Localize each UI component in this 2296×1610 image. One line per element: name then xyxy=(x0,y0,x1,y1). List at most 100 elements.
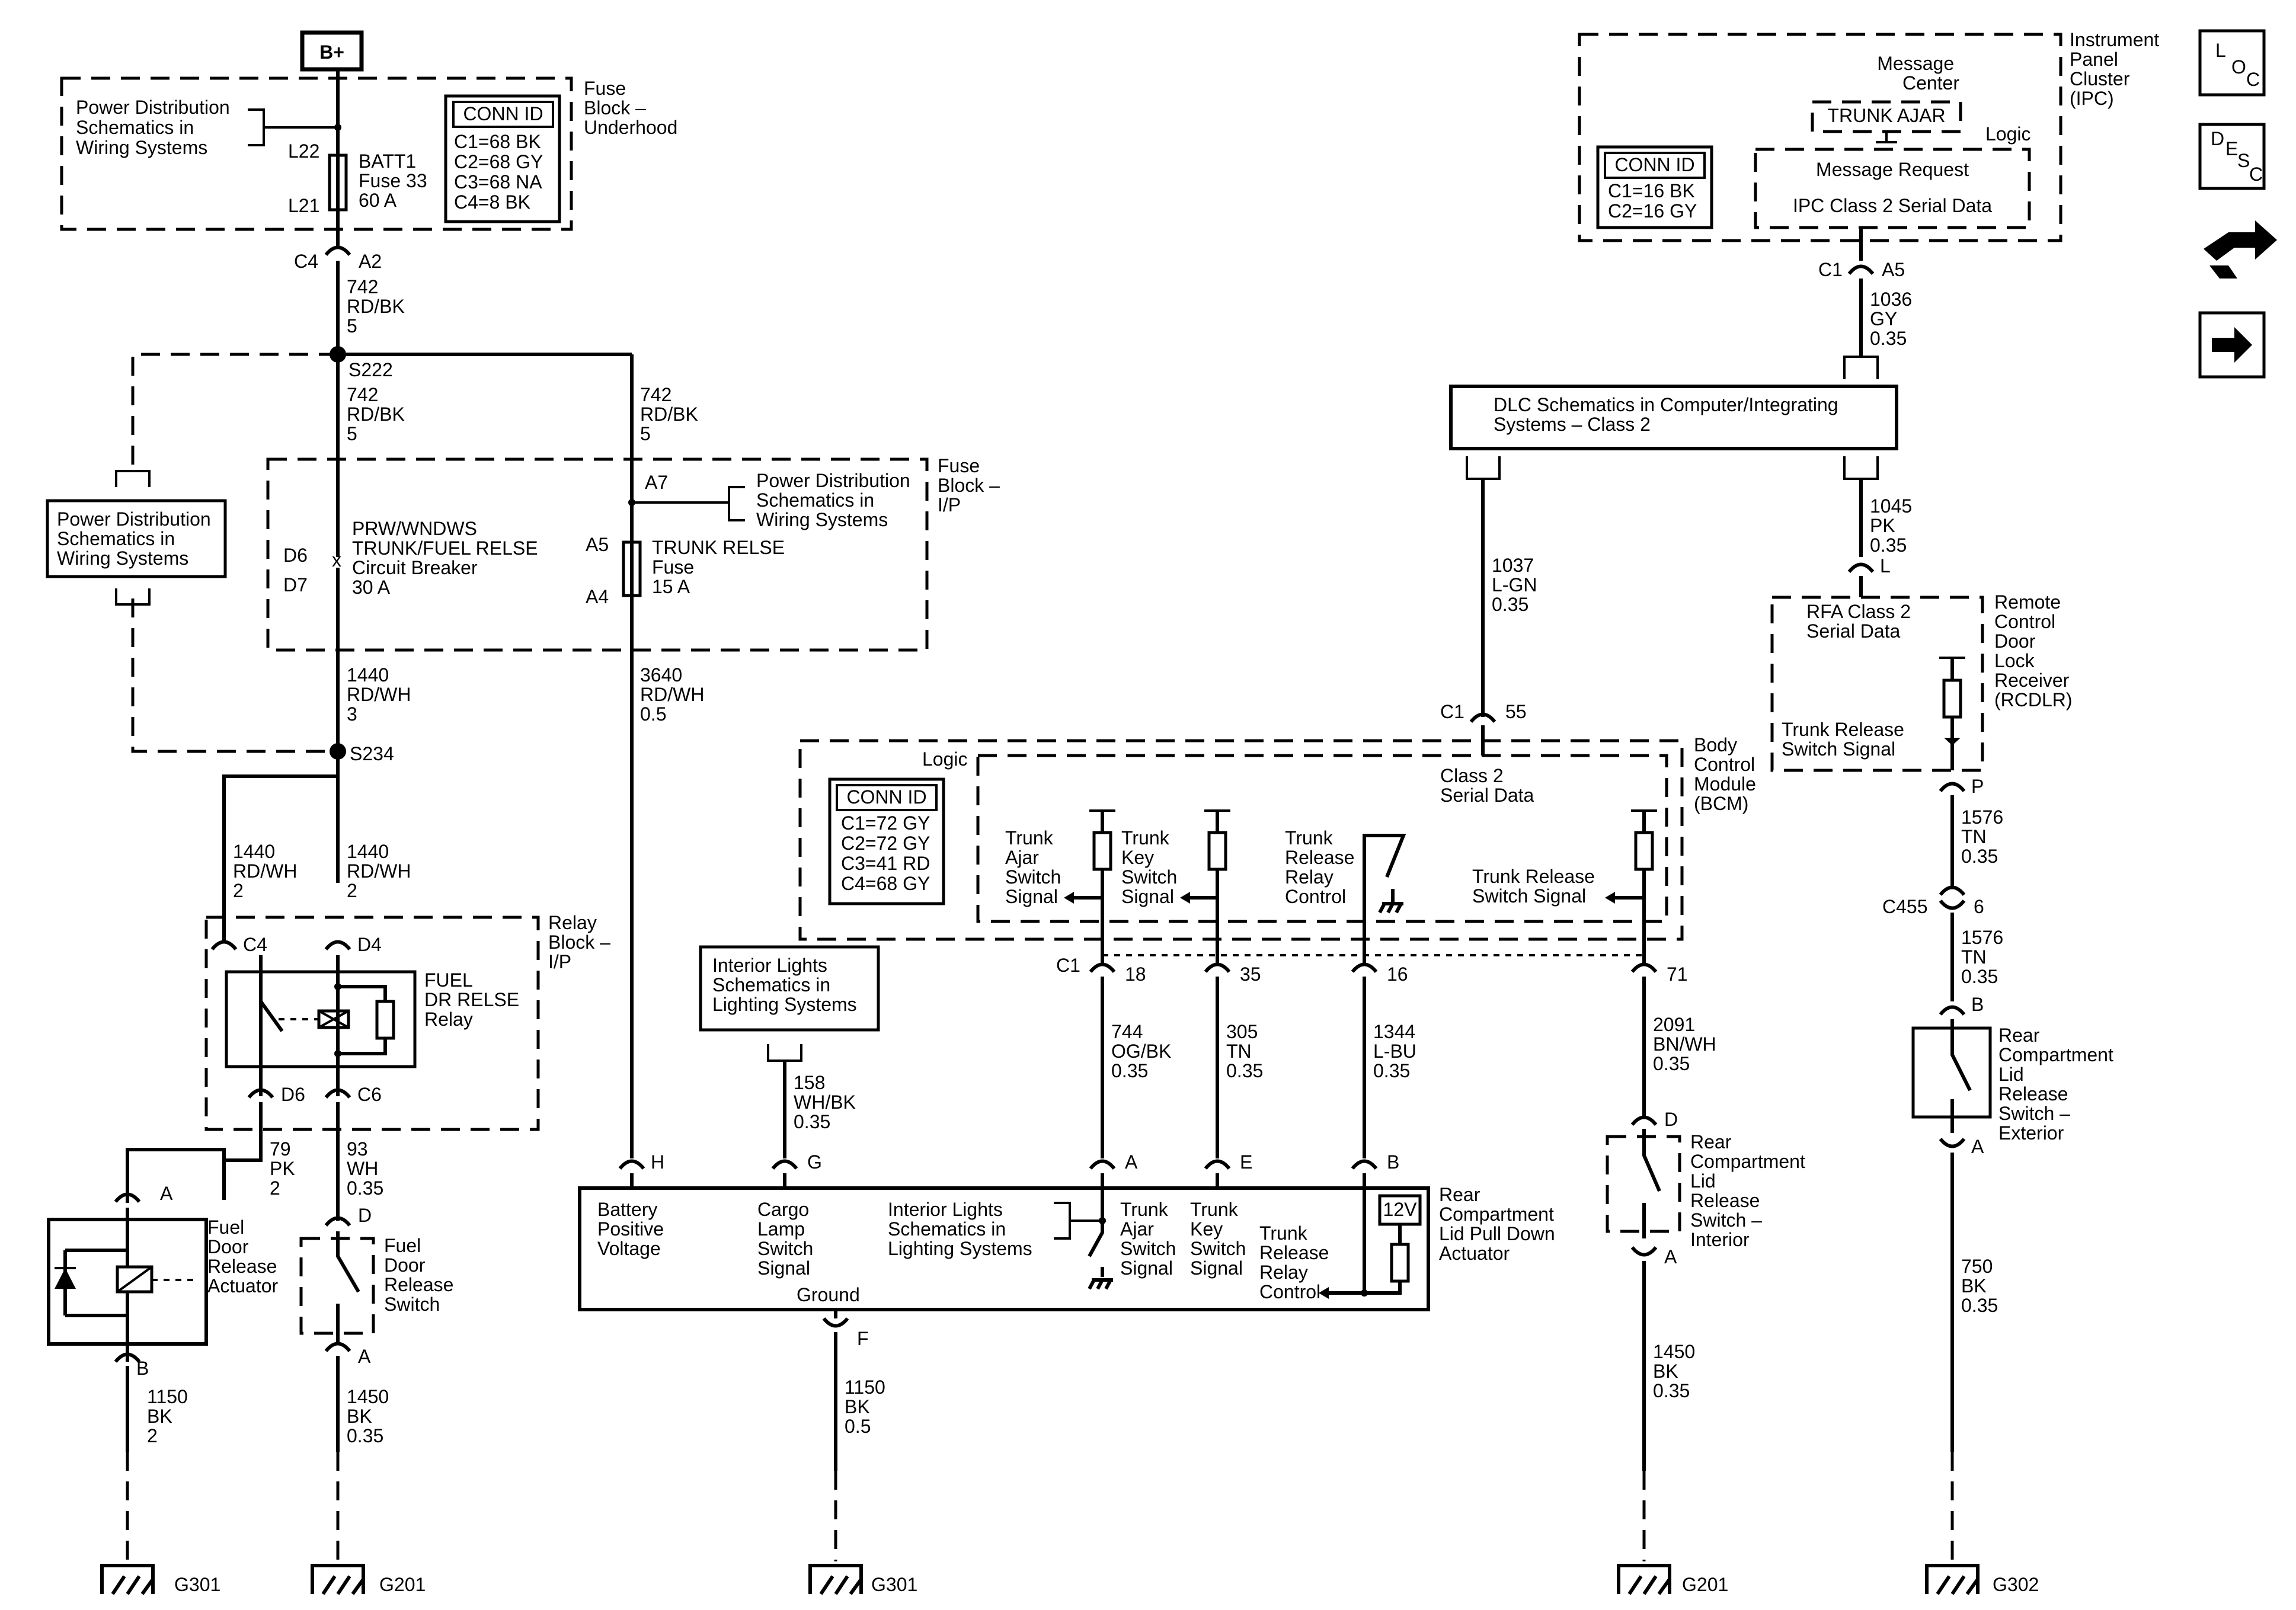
interior-lights-bracket xyxy=(767,1044,802,1062)
wire-742-label-b: 742 RD/BK 5 xyxy=(347,384,410,444)
connector-tool-icon[interactable] xyxy=(2204,220,2277,279)
actuator-name-label: Rear Compartment Lid Pull Down Actuator xyxy=(1439,1184,1560,1264)
connector-int-d xyxy=(1630,1115,1658,1126)
wire-79-to-actuator xyxy=(126,1148,226,1200)
relay-diode-wire xyxy=(338,985,387,1055)
relay-block-label: Relay Block – I/P xyxy=(548,912,616,972)
connector-c455-lower xyxy=(1939,900,1966,910)
svg-text:C2=72 GY: C2=72 GY xyxy=(841,833,930,854)
actuator-trunk-key-label: Trunk Key Switch Signal xyxy=(1190,1199,1251,1279)
power-dist-bracket-1 xyxy=(248,108,338,146)
actuator-pin-stubs xyxy=(630,1173,1366,1215)
desc-icon[interactable]: D E S C xyxy=(2198,123,2266,190)
a2-label: A2 xyxy=(359,251,382,272)
relay-junction-2 xyxy=(334,1050,341,1057)
fuse-block-underhood-label: Fuse Block – Underhood xyxy=(584,78,677,138)
wire-79 xyxy=(222,1102,263,1200)
connector-rcdlr-l xyxy=(1847,562,1875,573)
bracket-top xyxy=(115,470,151,487)
d7-label: D7 xyxy=(283,574,308,596)
connector-actuator-a xyxy=(114,1192,141,1203)
connector-g xyxy=(771,1159,798,1170)
rcdlr-label: Remote Control Door Lock Receiver (RCDLR… xyxy=(1994,591,2074,710)
a4-label: A4 xyxy=(586,586,609,607)
l21-label: L21 xyxy=(288,195,319,216)
pin-e-label: E xyxy=(1240,1151,1252,1173)
svg-text:C2=68 GY: C2=68 GY xyxy=(454,151,543,172)
dlc-label: DLC Schematics in Computer/Integrating S… xyxy=(1494,394,1843,435)
actuator-diode-icon xyxy=(55,1268,76,1289)
connector-e xyxy=(1204,1159,1231,1170)
connector-b xyxy=(1351,1159,1378,1170)
interior-lights-ref-2: Interior Lights Schematics in Lighting S… xyxy=(888,1199,1032,1259)
connector-ext-a xyxy=(1939,1138,1966,1148)
connector-ipc-c1 xyxy=(1847,264,1875,275)
c455-label: C455 xyxy=(1882,896,1928,917)
ground-g201-right xyxy=(1617,1564,1671,1595)
g301-center-label: G301 xyxy=(871,1574,917,1595)
wire-742-label-a: 742 RD/BK 5 xyxy=(347,276,410,337)
int-switch-label: Rear Compartment Lid Release Switch – In… xyxy=(1690,1131,1811,1250)
svg-text:C4=68 GY: C4=68 GY xyxy=(841,873,930,894)
fuse-block-ip-box xyxy=(266,457,929,652)
splice-dot xyxy=(334,124,341,131)
c455-pin6-label: 6 xyxy=(1974,896,1984,917)
bcm-trunk-key-label: Trunk Key Switch Signal xyxy=(1121,827,1182,907)
connector-c6 xyxy=(324,1088,351,1099)
svg-text:E: E xyxy=(2225,138,2238,159)
connector-f xyxy=(822,1317,849,1328)
bcm-logic-box xyxy=(976,754,1668,923)
svg-text:C3=41 RD: C3=41 RD xyxy=(841,853,930,874)
battery-terminal: B+ xyxy=(300,30,364,72)
wire-1344-label: 1344 L-BU 0.35 xyxy=(1373,1021,1422,1081)
cargo-lamp-label: Cargo Lamp Switch Signal xyxy=(757,1199,818,1279)
actuator-arrow-icon xyxy=(1319,1287,1329,1299)
solenoid-slash xyxy=(116,1266,153,1293)
int-switch-d-label: D xyxy=(1664,1109,1678,1130)
svg-text:S: S xyxy=(2237,150,2250,171)
relay-d4-label: D4 xyxy=(357,934,382,955)
conn-id-table-ipc: CONN ID C1=16 BK C2=16 GY xyxy=(1596,145,1713,229)
bcm-label: Body Control Module (BCM) xyxy=(1694,734,1761,814)
pin-55-label: 55 xyxy=(1505,701,1527,722)
wire-1440-left xyxy=(222,774,338,942)
relay-d6-label: D6 xyxy=(281,1084,305,1105)
actuator-relay-control-label: Trunk Release Relay Control xyxy=(1259,1222,1334,1302)
bcm-box xyxy=(798,739,1684,941)
ipc-label: Instrument Panel Cluster (IPC) xyxy=(2070,29,2164,109)
bcm-logic-label: Logic xyxy=(922,748,968,770)
dashed-link-bottom xyxy=(131,598,338,753)
relay-name-label: FUEL DR RELSE Relay xyxy=(424,969,525,1030)
wire-1440-label-a: 1440 RD/WH 3 xyxy=(347,664,416,725)
connector-pin35 xyxy=(1204,962,1231,973)
connector-ext-b xyxy=(1939,1005,1966,1016)
wire-305-label: 305 TN 0.35 xyxy=(1226,1021,1263,1081)
loc-icon[interactable]: L O C xyxy=(2198,29,2266,97)
pull-down-actuator-box xyxy=(578,1186,1430,1311)
conn-id-table-1: CONN ID C1=68 BK C2=68 GY C3=68 NA C4=8 … xyxy=(444,94,561,223)
wire-1037-label: 1037 L-GN 0.35 xyxy=(1492,555,1542,615)
circuit-breaker-label: PRW/WNDWS TRUNK/FUEL RELSE Circuit Break… xyxy=(352,518,543,598)
dlc-bracket-right xyxy=(1843,456,1879,480)
relay-c6-label: C6 xyxy=(357,1084,382,1105)
relay-block-box xyxy=(204,916,540,1131)
connector-pin71 xyxy=(1630,962,1658,973)
svg-text:C1=72 GY: C1=72 GY xyxy=(841,812,930,834)
switch-d-label: D xyxy=(358,1205,372,1226)
wire-2091-label: 2091 BN/WH 0.35 xyxy=(1653,1014,1722,1074)
fuel-door-switch-label: Fuel Door Release Switch xyxy=(384,1235,459,1315)
ground-pin-label: Ground xyxy=(797,1284,860,1305)
wire-158-label: 158 WH/BK 0.35 xyxy=(794,1072,861,1132)
conn-id-table-bcm: CONN ID C1=72 GY C2=72 GY C3=41 RD C4=68… xyxy=(828,777,945,905)
wire-744-label: 744 OG/BK 0.35 xyxy=(1111,1021,1176,1081)
fuel-door-actuator-label: Fuel Door Release Actuator xyxy=(207,1217,282,1297)
ground-g301-center xyxy=(808,1564,863,1595)
ipc-serial-data-label: IPC Class 2 Serial Data xyxy=(1793,195,1992,216)
ground-g201-left xyxy=(311,1564,365,1595)
pin35-label: 35 xyxy=(1240,964,1261,985)
bcm-relay-control-label: Trunk Release Relay Control xyxy=(1285,827,1360,907)
trunk-ajar-text: TRUNK AJAR xyxy=(1827,105,1945,126)
signal-arrow-2 xyxy=(1180,892,1190,904)
arrow-right-icon[interactable] xyxy=(2198,311,2266,379)
